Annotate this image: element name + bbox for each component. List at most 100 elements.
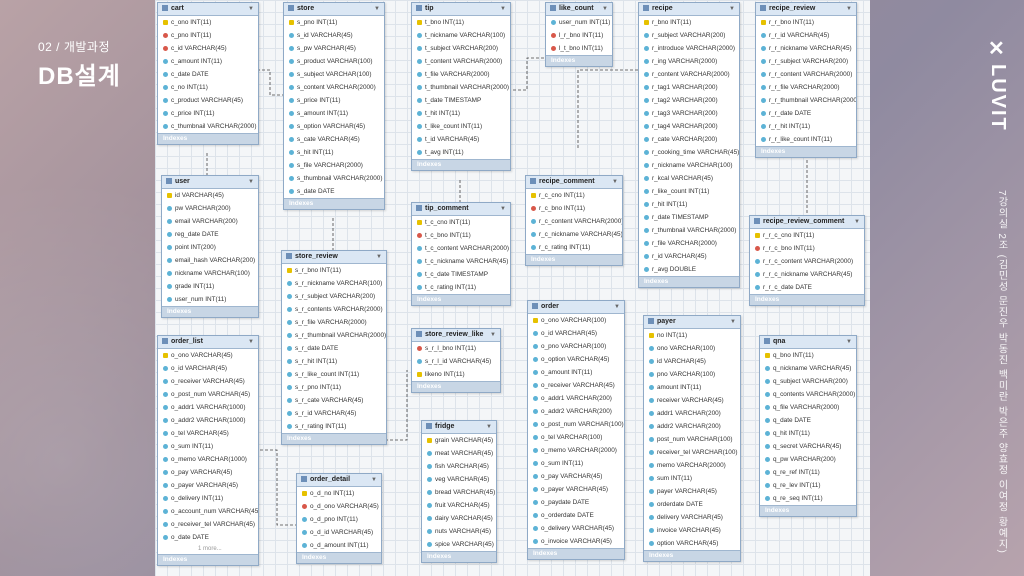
table-qna[interactable]: qna▼q_bno INT(11)q_nickname VARCHAR(45)q… — [759, 335, 857, 517]
primary-key-icon — [289, 19, 294, 25]
table-header[interactable]: recipe_review▼ — [756, 3, 856, 16]
indexes-footer[interactable]: Indexes — [297, 552, 381, 563]
column-icon — [289, 58, 294, 64]
collapse-arrow-icon[interactable]: ▼ — [248, 339, 254, 345]
table-tip[interactable]: tip▼t_bno INT(11)t_nickname VARCHAR(100)… — [411, 2, 511, 171]
column-label: o_post_num VARCHAR(45) — [171, 391, 251, 398]
table-header[interactable]: order_detail▼ — [297, 474, 381, 487]
table-header[interactable]: payer▼ — [644, 316, 740, 329]
table-like-count[interactable]: like_count▼user_num INT(11)l_r_bno INT(1… — [545, 2, 613, 67]
table-header[interactable]: store_review▼ — [282, 251, 386, 264]
foreign-key-icon — [417, 232, 422, 238]
table-header[interactable]: store_review_like▼ — [412, 329, 500, 342]
collapse-arrow-icon[interactable]: ▼ — [248, 6, 254, 12]
indexes-footer[interactable]: Indexes — [750, 294, 864, 305]
indexes-footer[interactable]: Indexes — [282, 433, 386, 444]
collapse-arrow-icon[interactable]: ▼ — [490, 332, 496, 338]
collapse-arrow-icon[interactable]: ▼ — [500, 6, 506, 12]
indexes-footer[interactable]: Indexes — [526, 254, 622, 265]
column-icon — [417, 245, 422, 251]
primary-key-icon — [755, 232, 760, 238]
table-title: order_list — [171, 338, 203, 345]
table-user[interactable]: user▼id VARCHAR(45)pw VARCHAR(200)email … — [161, 175, 259, 318]
table-store-review[interactable]: store_review▼s_r_bno INT(11)s_r_nickname… — [281, 250, 387, 445]
indexes-footer[interactable]: Indexes — [422, 551, 496, 562]
table-title: qna — [773, 338, 786, 345]
table-header[interactable]: like_count▼ — [546, 3, 612, 16]
indexes-footer[interactable]: Indexes — [158, 554, 258, 565]
collapse-arrow-icon[interactable]: ▼ — [248, 179, 254, 185]
collapse-arrow-icon[interactable]: ▼ — [374, 6, 380, 12]
table-store[interactable]: store▼s_pno INT(11)s_id VARCHAR(45)s_pw … — [283, 2, 385, 210]
table-header[interactable]: qna ▼ — [760, 336, 856, 349]
table-header[interactable]: recipe_review_comment▼ — [750, 216, 864, 229]
indexes-footer[interactable]: Indexes — [644, 550, 740, 561]
column-row: r_cate VARCHAR(200) — [639, 133, 739, 146]
table-recipe-comment[interactable]: recipe_comment▼r_c_cno INT(11)r_c_bno IN… — [525, 175, 623, 266]
collapse-arrow-icon[interactable]: ▼ — [729, 6, 735, 12]
collapse-arrow-icon[interactable]: ▼ — [846, 339, 852, 345]
table-icon — [288, 5, 294, 12]
table-payer[interactable]: payer▼no INT(11)ono VARCHAR(100)id VARCH… — [643, 315, 741, 562]
column-row: s_r_date DATE — [282, 342, 386, 355]
collapse-arrow-icon[interactable]: ▼ — [486, 424, 492, 430]
table-recipe-review-comment[interactable]: recipe_review_comment▼r_r_c_cno INT(11)r… — [749, 215, 865, 306]
column-label: s_r_cate VARCHAR(45) — [295, 397, 364, 404]
collapse-arrow-icon[interactable]: ▼ — [614, 304, 620, 310]
indexes-footer[interactable]: Indexes — [546, 55, 612, 66]
column-label: c_ono INT(11) — [171, 19, 212, 26]
indexes-footer[interactable]: Indexes — [760, 505, 856, 516]
table-recipe[interactable]: recipe▼r_bno INT(11)r_subject VARCHAR(20… — [638, 2, 740, 288]
column-label: q_subject VARCHAR(200) — [773, 378, 848, 385]
table-header[interactable]: tip▼ — [412, 3, 510, 16]
column-row: c_product VARCHAR(45) — [158, 94, 258, 107]
table-store-review-like[interactable]: store_review_like▼s_r_l_bno INT(11)s_r_l… — [411, 328, 501, 393]
collapse-arrow-icon[interactable]: ▼ — [371, 477, 377, 483]
column-label: o_d_pno INT(11) — [310, 516, 358, 523]
table-header[interactable]: recipe_comment▼ — [526, 176, 622, 189]
table-header[interactable]: fridge▼ — [422, 421, 496, 434]
indexes-footer[interactable]: Indexes — [412, 159, 510, 170]
primary-key-icon — [761, 19, 766, 25]
column-row: r_date TIMESTAMP — [639, 211, 739, 224]
column-icon — [644, 162, 649, 168]
collapse-arrow-icon[interactable]: ▼ — [730, 319, 736, 325]
table-header[interactable]: cart▼ — [158, 3, 258, 16]
column-label: o_ono VARCHAR(100) — [541, 317, 607, 324]
indexes-footer[interactable]: Indexes — [756, 146, 856, 157]
collapse-arrow-icon[interactable]: ▼ — [854, 219, 860, 225]
table-header[interactable]: order▼ — [528, 301, 624, 314]
more-columns-label[interactable]: 1 more... — [198, 546, 222, 552]
indexes-footer[interactable]: Indexes — [639, 276, 739, 287]
table-order-list[interactable]: order_list▼o_ono VARCHAR(45)o_id VARCHAR… — [157, 335, 259, 566]
table-order-detail[interactable]: order_detail▼o_d_no INT(11)o_d_ono VARCH… — [296, 473, 382, 564]
table-header[interactable]: user▼ — [162, 176, 258, 189]
table-header[interactable]: tip_comment▼ — [412, 203, 510, 216]
table-cart[interactable]: cart▼c_ono INT(11)c_pno INT(11)c_id VARC… — [157, 2, 259, 145]
table-header[interactable]: order_list ▼ — [158, 336, 258, 349]
indexes-footer[interactable]: Indexes — [284, 198, 384, 209]
team-credits: 7강의실 2조 (김민성 문진우 박동진 백미란 박은주 양효정 이여정 황예지… — [996, 190, 1007, 554]
indexes-footer[interactable]: Indexes — [162, 306, 258, 317]
collapse-arrow-icon[interactable]: ▼ — [376, 254, 382, 260]
table-header[interactable]: recipe▼ — [639, 3, 739, 16]
collapse-arrow-icon[interactable]: ▼ — [846, 6, 852, 12]
indexes-footer[interactable]: Indexes — [528, 548, 624, 559]
table-order[interactable]: order▼o_ono VARCHAR(100)o_id VARCHAR(45)… — [527, 300, 625, 560]
column-row: t_thumbnail VARCHAR(2000) — [412, 81, 510, 94]
table-tip-comment[interactable]: tip_comment▼t_c_cno INT(11)t_c_bno INT(1… — [411, 202, 511, 306]
column-row: grain VARCHAR(45) — [422, 434, 496, 447]
collapse-arrow-icon[interactable]: ▼ — [612, 179, 618, 185]
column-row: s_date DATE — [284, 185, 384, 198]
collapse-arrow-icon[interactable]: ▼ — [500, 206, 506, 212]
column-row: r_r_c_content VARCHAR(2000) — [750, 255, 864, 268]
foreign-key-icon — [163, 45, 168, 51]
indexes-footer[interactable]: Indexes — [412, 294, 510, 305]
table-header[interactable]: store▼ — [284, 3, 384, 16]
table-recipe-review[interactable]: recipe_review▼r_r_bno INT(11)r_r_id VARC… — [755, 2, 857, 158]
column-icon — [765, 482, 770, 488]
indexes-footer[interactable]: Indexes — [158, 133, 258, 144]
table-fridge[interactable]: fridge▼grain VARCHAR(45)meat VARCHAR(45)… — [421, 420, 497, 563]
collapse-arrow-icon[interactable]: ▼ — [602, 6, 608, 12]
indexes-footer[interactable]: Indexes — [412, 381, 500, 392]
